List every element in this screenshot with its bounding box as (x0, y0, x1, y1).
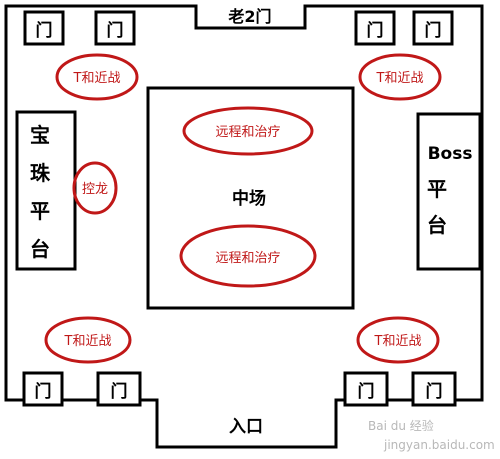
svg-text:宝: 宝 (30, 123, 50, 147)
tank-zone-top-right: T和近战 (358, 53, 442, 101)
svg-text:门: 门 (425, 20, 442, 41)
door-top-right-2: 门 (412, 10, 454, 46)
door-top-right-1: 门 (354, 10, 396, 46)
ranged-zone-top: 远程和治疗 (182, 106, 314, 156)
svg-text:平: 平 (30, 199, 50, 223)
ranged-zone-bottom: 远程和治疗 (179, 224, 317, 288)
room-outline (4, 4, 484, 449)
door-bottom-right-1: 门 (343, 371, 389, 407)
door-top-left-2: 门 (94, 10, 136, 46)
door-bottom-right-2: 门 (411, 371, 457, 407)
svg-text:门: 门 (367, 20, 384, 41)
tank-zone-top-left: T和近战 (55, 53, 139, 101)
svg-text:门: 门 (358, 381, 375, 402)
svg-text:门: 门 (107, 20, 124, 41)
bottom-entrance-label: 入口 (229, 417, 263, 437)
right-platform: Boss 平 台 (416, 112, 482, 271)
tank-zone-bottom-left: T和近战 (44, 316, 132, 364)
center-arena (146, 86, 355, 310)
svg-text:T和近战: T和近战 (376, 71, 424, 86)
svg-text:珠: 珠 (30, 161, 51, 185)
svg-text:远程和治疗: 远程和治疗 (215, 251, 280, 266)
svg-text:门: 门 (35, 381, 52, 402)
top-entrance-label: 老2门 (227, 7, 271, 26)
tank-zone-bottom-right: T和近战 (356, 316, 440, 364)
svg-text:门: 门 (426, 381, 443, 402)
svg-text:T和近战: T和近战 (73, 71, 121, 86)
svg-text:门: 门 (36, 20, 53, 41)
svg-text:门: 门 (111, 381, 128, 402)
svg-text:台: 台 (30, 237, 50, 261)
svg-text:控龙: 控龙 (82, 182, 108, 197)
svg-text:T和近战: T和近战 (374, 334, 422, 349)
control-zone: 控龙 (72, 161, 118, 215)
svg-text:Boss: Boss (428, 144, 473, 164)
svg-text:远程和治疗: 远程和治疗 (215, 125, 280, 140)
door-top-left-1: 门 (23, 10, 65, 46)
svg-text:jingyan.baidu.com: jingyan.baidu.com (383, 438, 495, 452)
door-bottom-left-2: 门 (96, 371, 142, 407)
left-platform: 宝 珠 平 台 (15, 110, 77, 271)
center-arena-label: 中场 (232, 188, 266, 209)
svg-text:平: 平 (427, 177, 447, 201)
door-bottom-left-1: 门 (22, 371, 64, 407)
watermark: Bai du 经验 jingyan.baidu.com (368, 418, 495, 452)
svg-text:台: 台 (427, 213, 447, 237)
svg-text:Bai du 经验: Bai du 经验 (368, 418, 434, 433)
svg-text:T和近战: T和近战 (64, 334, 112, 349)
